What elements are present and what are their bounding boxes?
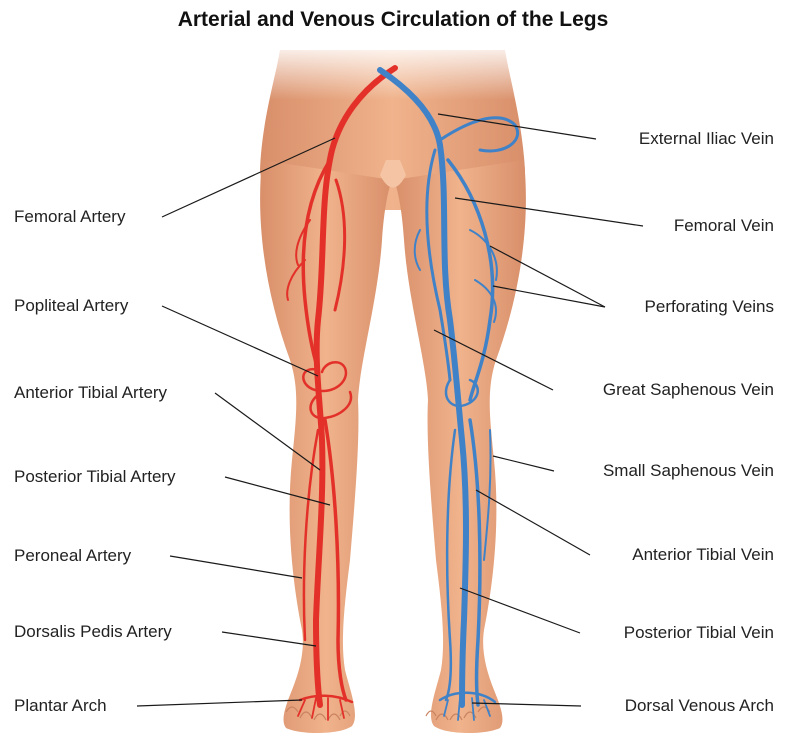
label-anterior-tibial-vein: Anterior Tibial Vein xyxy=(632,545,774,564)
label-anterior-tibial-artery: Anterior Tibial Artery xyxy=(14,383,168,402)
label-posterior-tibial-artery: Posterior Tibial Artery xyxy=(14,467,176,486)
label-dorsal-venous-arch: Dorsal Venous Arch xyxy=(624,696,774,715)
leg-silhouette xyxy=(260,40,530,734)
label-dorsalis-pedis-artery: Dorsalis Pedis Artery xyxy=(14,622,172,641)
label-external-iliac-vein: External Iliac Vein xyxy=(638,129,774,148)
diagram-title: Arterial and Venous Circulation of the L… xyxy=(177,8,609,31)
venous-network xyxy=(377,67,519,721)
label-small-saphenous-vein: Small Saphenous Vein xyxy=(602,461,774,480)
left-leader-lines xyxy=(136,137,336,707)
label-peroneal-artery: Peroneal Artery xyxy=(14,546,132,565)
right-leader-lines xyxy=(433,113,644,707)
label-posterior-tibial-vein: Posterior Tibial Vein xyxy=(623,623,774,642)
label-popliteal-artery: Popliteal Artery xyxy=(14,296,129,315)
label-perforating-veins: Perforating Veins xyxy=(644,297,774,316)
label-great-saphenous-vein: Great Saphenous Vein xyxy=(602,380,774,399)
label-femoral-vein: Femoral Vein xyxy=(673,216,774,235)
arterial-network xyxy=(286,65,398,721)
label-plantar-arch: Plantar Arch xyxy=(14,696,107,715)
label-femoral-artery: Femoral Artery xyxy=(14,207,126,226)
